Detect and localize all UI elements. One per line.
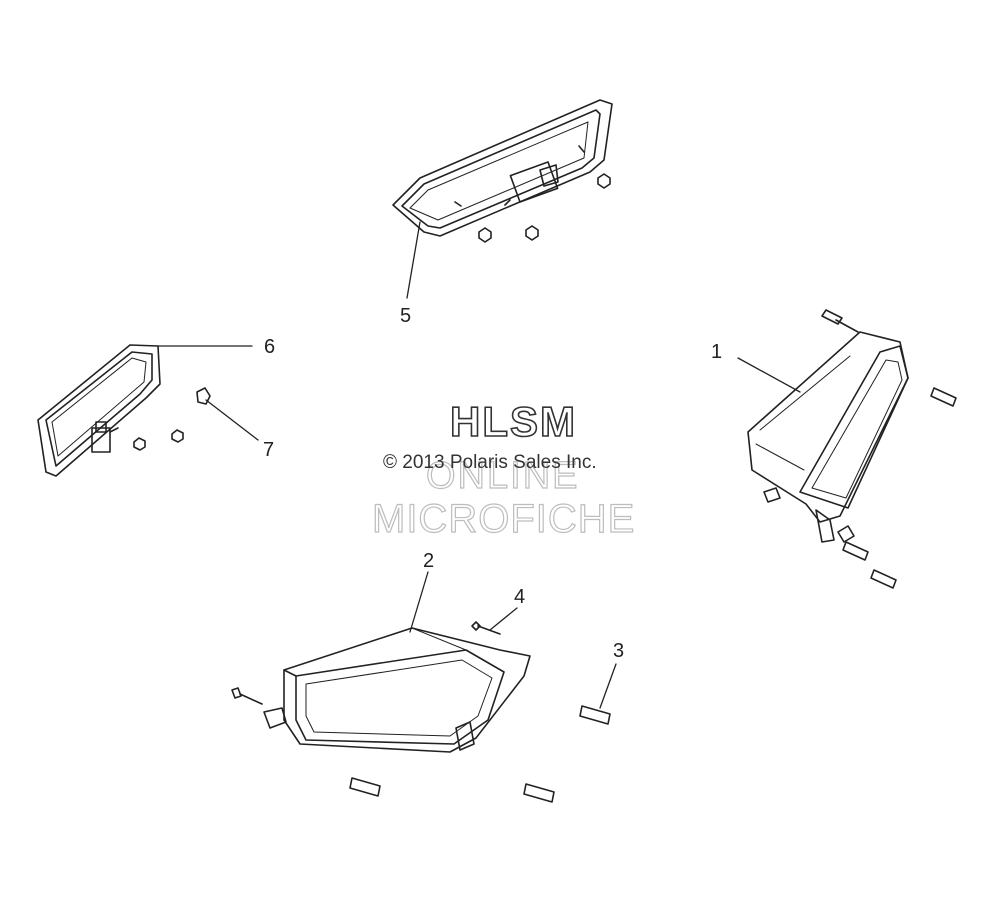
part-7-clip <box>196 387 211 405</box>
leader-3 <box>599 663 617 709</box>
leader-4 <box>489 607 518 631</box>
leader-1 <box>737 357 801 393</box>
copyright-text: © 2013 Polaris Sales Inc. <box>383 452 597 473</box>
part-1-headlight <box>747 309 909 543</box>
part-1-springs <box>837 387 957 589</box>
callout-4: 4 <box>514 586 526 608</box>
part-3-springs <box>349 705 611 803</box>
watermark-title: HLSM <box>449 397 577 446</box>
leader-7 <box>205 399 259 441</box>
leader-2 <box>409 571 429 633</box>
watermark-online: ONLINE <box>425 454 580 497</box>
callout-2: 2 <box>423 550 435 572</box>
part-6-nuts <box>133 429 184 451</box>
callout-3: 3 <box>613 640 625 662</box>
leader-5 <box>406 221 421 299</box>
watermark-microfiche: MICROFICHE <box>371 496 636 541</box>
callout-7: 7 <box>263 439 275 461</box>
part-6-side-light <box>37 344 161 477</box>
part-2-headlight <box>263 627 531 753</box>
callout-1: 1 <box>711 341 723 363</box>
part-2-bolt <box>231 687 263 705</box>
callout-6: 6 <box>264 336 276 358</box>
part-5-nuts <box>478 173 611 243</box>
part-4-pin <box>471 621 501 635</box>
part-5-tail-light <box>392 99 613 237</box>
callout-5: 5 <box>400 305 412 327</box>
